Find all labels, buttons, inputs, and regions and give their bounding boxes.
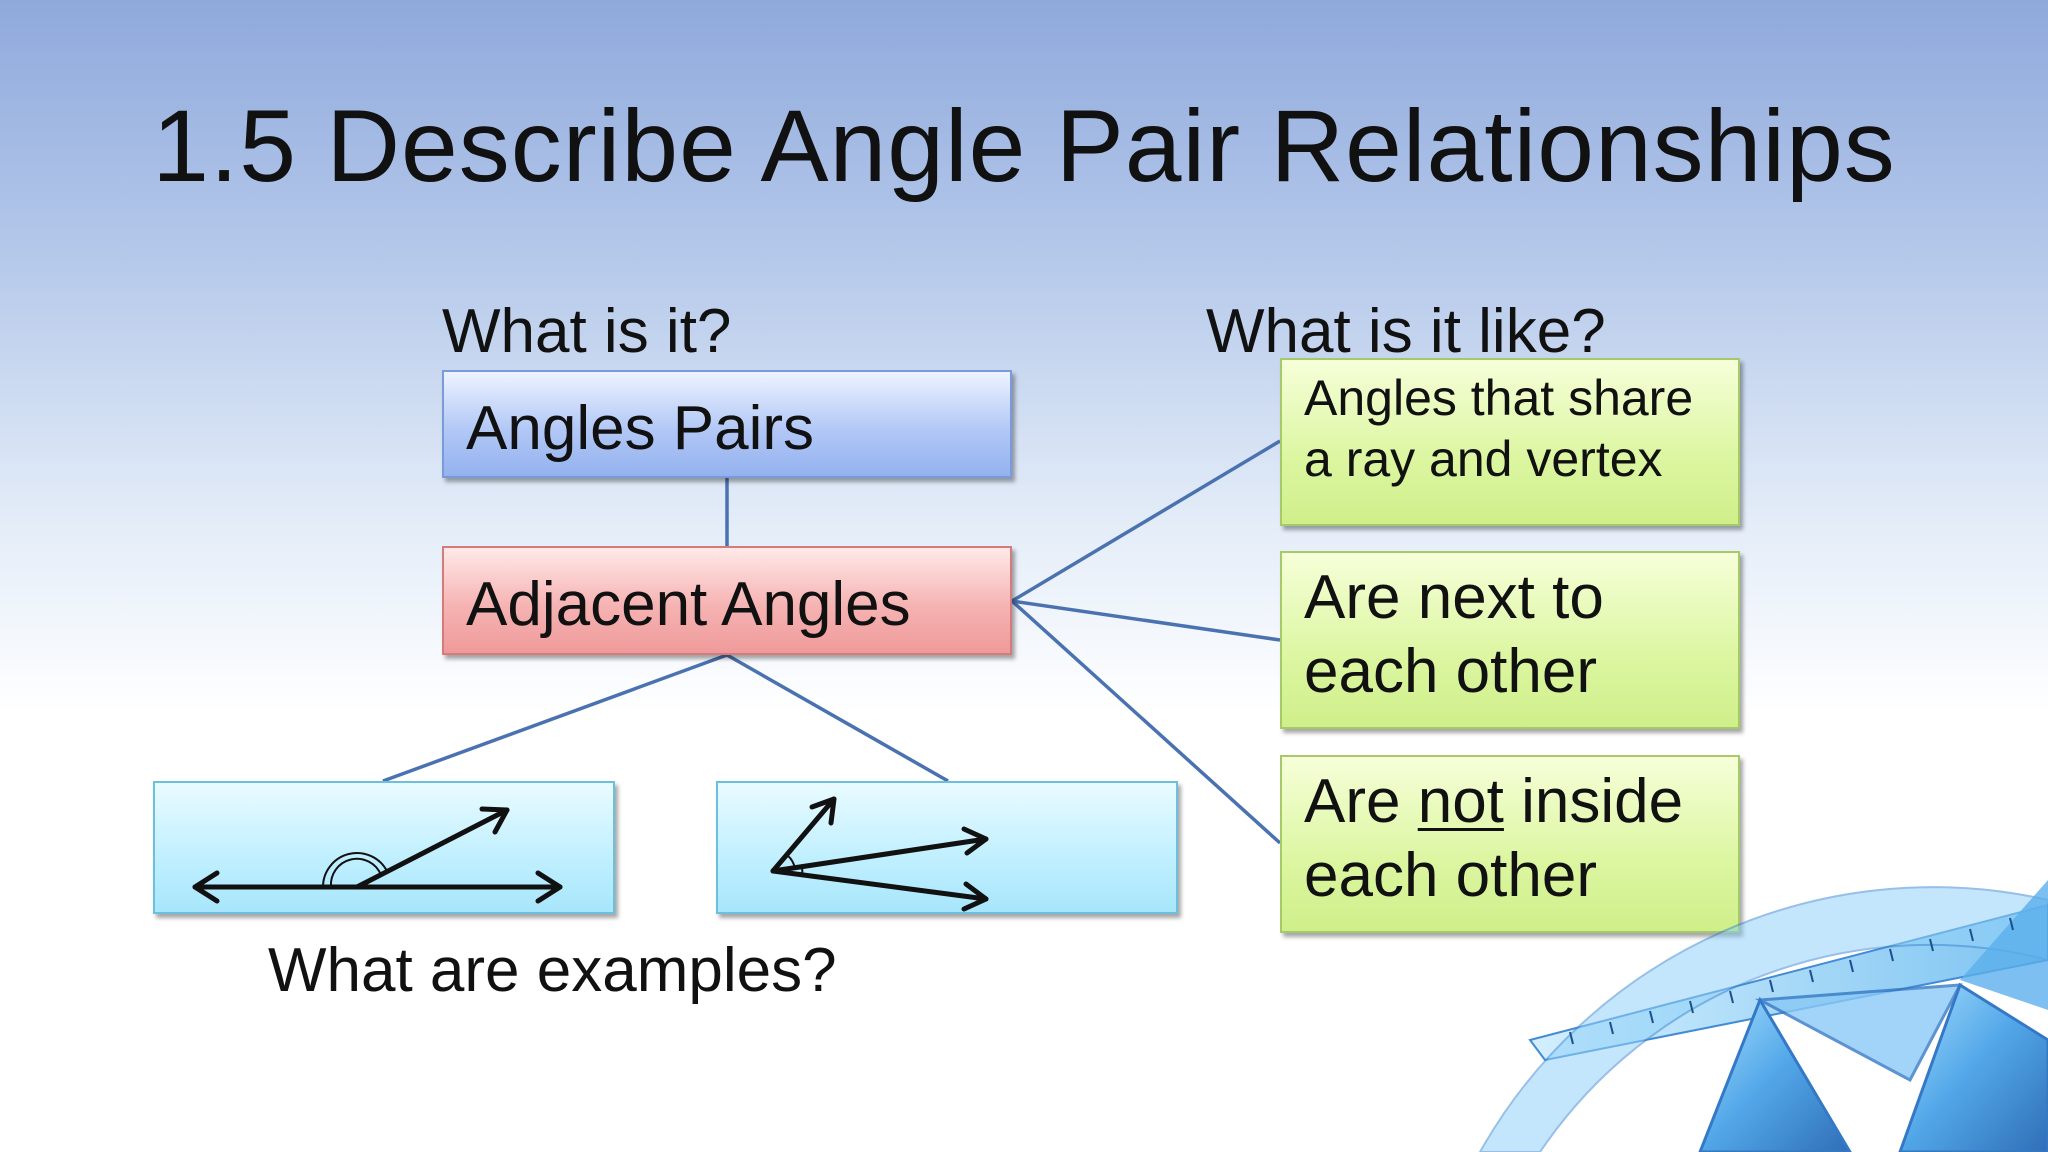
property-box-next-to: Are next to each other bbox=[1280, 551, 1740, 729]
example-box-1 bbox=[153, 781, 615, 914]
connector-adjacent-to-prop2 bbox=[1011, 599, 1281, 642]
property-share-ray-line2: a ray and vertex bbox=[1304, 431, 1663, 487]
connector-adjacent-to-prop3 bbox=[1010, 599, 1282, 845]
property-not-inside-suffix: inside bbox=[1503, 767, 1684, 836]
slide-title: 1.5 Describe Angle Pair Relationships bbox=[152, 89, 1896, 203]
adjacent-angles-label: Adjacent Angles bbox=[466, 570, 911, 639]
property-not-inside-emphasis: not bbox=[1417, 767, 1504, 836]
heading-what-are-examples: What are examples? bbox=[268, 936, 837, 1005]
property-share-ray-line1: Angles that share bbox=[1304, 370, 1694, 426]
heading-what-is-it-like: What is it like? bbox=[1206, 297, 1606, 366]
property-not-inside-line2: each other bbox=[1304, 841, 1597, 910]
example-2-angle-figure bbox=[770, 796, 989, 912]
connector-adjacent-to-example1 bbox=[382, 653, 728, 783]
heading-what-is-it: What is it? bbox=[442, 297, 732, 366]
example-1-angle-figure bbox=[192, 806, 563, 904]
property-not-inside-prefix: Are bbox=[1304, 767, 1418, 836]
connector-adjacent-to-prop1 bbox=[1011, 439, 1281, 603]
property-next-to-line1: Are next to bbox=[1304, 563, 1604, 632]
adjacent-angles-box: Adjacent Angles bbox=[442, 546, 1012, 655]
angles-pairs-label: Angles Pairs bbox=[466, 394, 815, 463]
connector-adjacent-to-example2 bbox=[726, 653, 949, 783]
property-box-not-inside: Are not inside each other bbox=[1280, 755, 1740, 933]
example-box-2 bbox=[716, 781, 1178, 914]
property-next-to-line2: each other bbox=[1304, 637, 1597, 706]
property-not-inside-line1: Are not inside bbox=[1304, 765, 1728, 839]
property-box-share-ray: Angles that share a ray and vertex bbox=[1280, 358, 1740, 526]
angles-pairs-box: Angles Pairs bbox=[442, 370, 1012, 478]
